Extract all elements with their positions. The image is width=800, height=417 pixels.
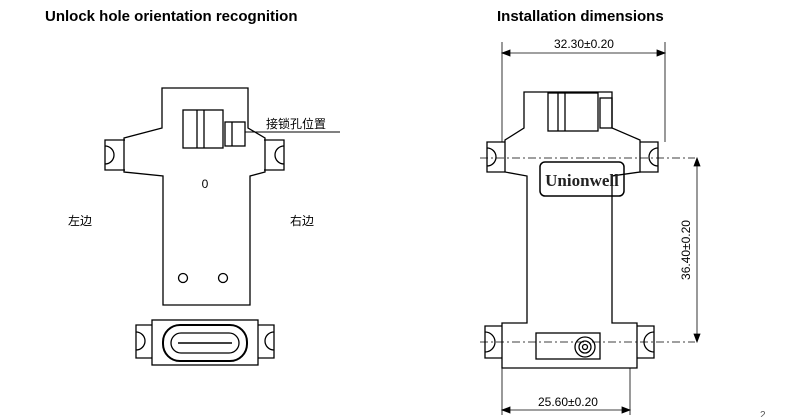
left-body-outline: [123, 87, 266, 306]
left-side-label: 左边: [68, 213, 92, 228]
mount-hole-right: [217, 272, 229, 284]
center-lines: [480, 157, 695, 343]
dimension-side: [693, 156, 701, 344]
usb-c-port: [162, 324, 248, 362]
dim-bottom-label: 25.60±0.20: [538, 395, 598, 409]
unlock-orientation-title: Unlock hole orientation recognition: [45, 8, 298, 25]
mount-hole-left: [177, 272, 189, 284]
zero-mark: 0: [202, 177, 209, 191]
left-connector-drawing: [104, 87, 340, 366]
dimension-top: [500, 42, 667, 142]
lock-hole-position-label: 接锁孔位置: [266, 116, 326, 131]
brand-text: Unionwell: [545, 171, 619, 190]
right-upper-ear: [264, 139, 285, 171]
dim-top-label: 32.30±0.20: [554, 37, 614, 51]
bottom-plug-frame: [151, 319, 259, 366]
right-body-outline: [501, 91, 641, 369]
screw: [574, 336, 596, 358]
right-side-label: 右边: [290, 213, 314, 228]
corner-mark: 2: [760, 410, 766, 417]
lock-hole-block: [182, 109, 224, 149]
right-dwg-left-upper-ear: [486, 141, 505, 173]
bottom-window: [535, 332, 601, 360]
right-connector-drawing: [484, 91, 659, 369]
brand-label-box: [539, 161, 625, 197]
right-dwg-right-upper-ear: [640, 141, 659, 173]
installation-dimensions-title: Installation dimensions: [497, 8, 664, 25]
left-upper-ear: [104, 139, 125, 171]
dim-side-label: 36.40±0.20: [679, 220, 693, 280]
dimension-bottom: [500, 368, 632, 415]
